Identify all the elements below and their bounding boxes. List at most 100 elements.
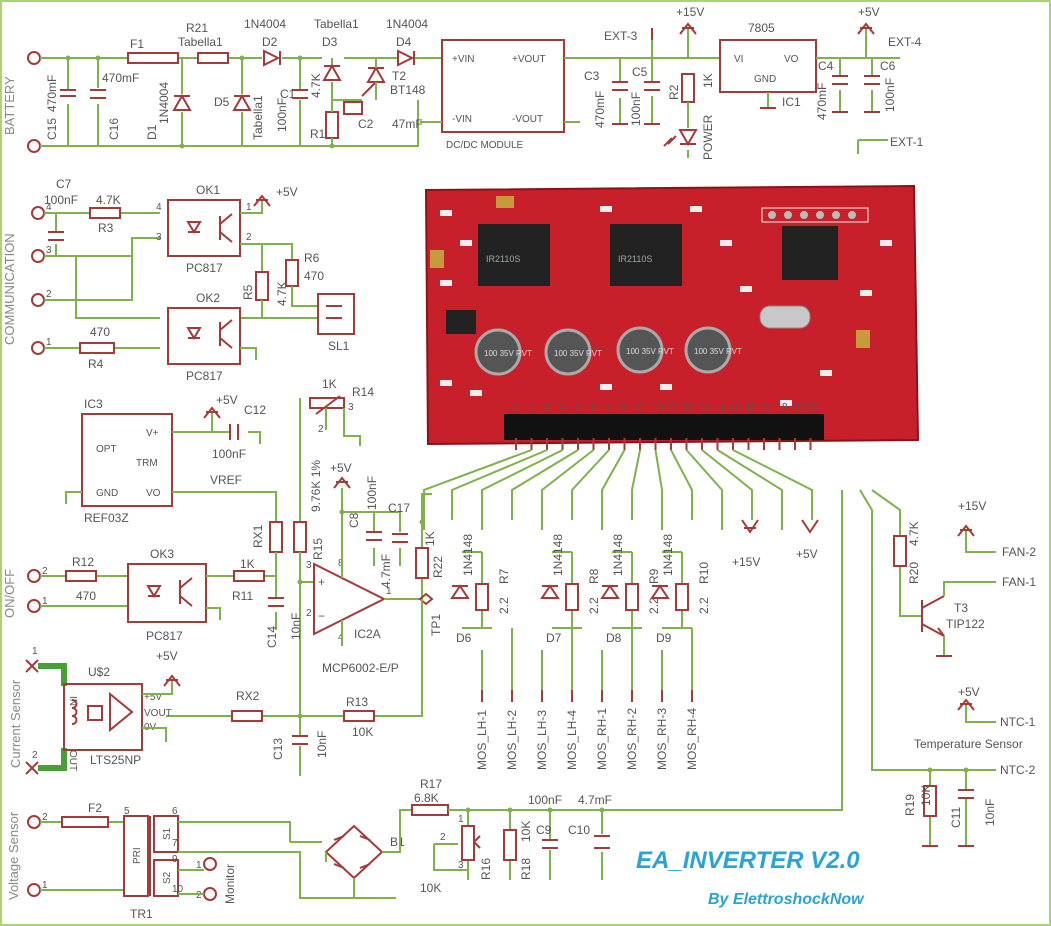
gate-resistor-value: 2.2 bbox=[587, 597, 601, 614]
gate-diode-value: 1N4148 bbox=[461, 534, 475, 576]
gate-diode-d7 bbox=[540, 584, 560, 599]
tr1-s1: S1 bbox=[162, 827, 173, 840]
header-pin-number: 19 bbox=[792, 402, 804, 413]
current-sensor-section: Current Sensor 12 U$2 IN OUT +5V VOUT 0V… bbox=[8, 646, 181, 775]
gate-resistor-r10 bbox=[675, 583, 689, 611]
f2-label: F2 bbox=[88, 801, 102, 815]
ok1-part: PC817 bbox=[186, 261, 223, 275]
header-pin-number: 9 bbox=[637, 402, 643, 413]
gate-resistor-value: 2.2 bbox=[697, 597, 711, 614]
dcdc-vin-minus: -VIN bbox=[452, 114, 472, 125]
gate-resistor-r8 bbox=[565, 583, 579, 611]
power-led-label: POWER bbox=[701, 114, 715, 160]
reg-vo: VO bbox=[784, 54, 799, 65]
ok1-label: OK1 bbox=[196, 183, 220, 197]
gate-resistor-label: R9 bbox=[647, 568, 661, 584]
d1-label: D1 bbox=[145, 124, 159, 140]
r5-label: R5 bbox=[241, 284, 255, 300]
mos-label: MOS_LH-4 bbox=[565, 710, 579, 770]
u2-out: OUT bbox=[67, 750, 78, 771]
ntc1-label: NTC-1 bbox=[1000, 715, 1036, 729]
svg-text:3: 3 bbox=[156, 232, 162, 243]
c17-label: C17 bbox=[388, 501, 410, 515]
voltage-terminal-2[interactable] bbox=[27, 815, 41, 829]
svg-text:7: 7 bbox=[172, 838, 178, 849]
gate-diode-d9 bbox=[650, 584, 670, 599]
t3-label: T3 bbox=[954, 601, 968, 615]
onoff-terminal-1[interactable] bbox=[27, 599, 41, 613]
c3-label: C3 bbox=[584, 69, 600, 83]
c12-label: C12 bbox=[244, 403, 266, 417]
p5-top-label: +5V bbox=[858, 5, 880, 19]
cap-label-2: 100 35V RVT bbox=[554, 349, 602, 358]
rx1-label: RX1 bbox=[251, 524, 265, 548]
temperature-sensor-label: Temperature Sensor bbox=[914, 737, 1023, 751]
onoff-terminal-2[interactable] bbox=[27, 569, 41, 583]
reference-section: IC3 OPT V+ TRM GND VO REF03Z +5V C12 100… bbox=[65, 393, 277, 525]
mos-label: MOS_RH-4 bbox=[685, 708, 699, 770]
d5-value: Tabella1 bbox=[251, 95, 265, 140]
r13-label: R13 bbox=[346, 695, 368, 709]
ic2a-part: MCP6002-E/P bbox=[322, 661, 399, 675]
d2-value: 1N4004 bbox=[244, 17, 286, 31]
ic3-vo: VO bbox=[146, 488, 161, 499]
current-sensor-lts25np bbox=[63, 683, 143, 751]
mos-label: MOS_LH-1 bbox=[475, 710, 489, 770]
reg-vi: VI bbox=[734, 54, 743, 65]
resistor-r22 bbox=[415, 547, 429, 579]
f1-label: F1 bbox=[130, 37, 144, 51]
monitor-label: Monitor bbox=[223, 864, 237, 904]
ic3-opt: OPT bbox=[96, 444, 117, 455]
battery-terminal-neg[interactable] bbox=[27, 139, 41, 153]
c11-value: 10nF bbox=[983, 799, 997, 826]
u2-part: LTS25NP bbox=[90, 753, 141, 767]
mos-label: MOS_RH-1 bbox=[595, 708, 609, 770]
header-pin-number: 20 bbox=[808, 402, 820, 413]
header-pin-number: 18 bbox=[777, 402, 789, 413]
gate-group-wire bbox=[612, 551, 642, 629]
monitor-terminal-2[interactable] bbox=[203, 887, 217, 901]
r4-value: 470 bbox=[90, 325, 110, 339]
ic3-label: IC3 bbox=[84, 397, 103, 411]
svg-text:2: 2 bbox=[318, 424, 324, 435]
gate-trace bbox=[423, 449, 532, 530]
svg-text:1: 1 bbox=[32, 646, 38, 657]
c7-value: 100nF bbox=[44, 193, 78, 207]
voltage-terminal-1[interactable] bbox=[27, 883, 41, 897]
r3-label: R3 bbox=[98, 221, 114, 235]
svg-text:10: 10 bbox=[172, 884, 184, 895]
c7-label: C7 bbox=[56, 177, 72, 191]
gate-diode-label: D6 bbox=[456, 631, 472, 645]
u2-vout: VOUT bbox=[144, 708, 172, 719]
gate-resistor-value: 2.2 bbox=[647, 597, 661, 614]
schematic-title: EA_INVERTER V2.0 bbox=[636, 847, 860, 874]
gate-resistor-value: 2.2 bbox=[497, 597, 511, 614]
rx2-label: RX2 bbox=[236, 689, 260, 703]
resistor-rx1 bbox=[269, 521, 283, 553]
monitor-terminal-1[interactable] bbox=[203, 857, 217, 871]
reg-part: 7805 bbox=[748, 21, 775, 35]
d1-value: 1N4004 bbox=[157, 82, 171, 124]
r17-value: 6.8K bbox=[414, 791, 439, 805]
comm-terminal-4[interactable] bbox=[31, 206, 45, 220]
gate-group-wire bbox=[462, 551, 492, 629]
b1-label: B1 bbox=[390, 835, 405, 849]
gate-trace bbox=[732, 449, 813, 520]
ntc2-label: NTC-2 bbox=[1000, 763, 1036, 777]
r2-value: 1K bbox=[701, 73, 715, 88]
c3-value: 470mF bbox=[593, 91, 607, 128]
gate-p5-arrow bbox=[801, 519, 819, 534]
transformer-s2 bbox=[153, 859, 179, 897]
r20-label: R20 bbox=[907, 562, 921, 584]
comm-terminal-1[interactable] bbox=[31, 341, 45, 355]
r21-label: R21 bbox=[186, 21, 208, 35]
comm-terminal-3[interactable] bbox=[31, 249, 45, 263]
battery-terminal-pos[interactable] bbox=[27, 51, 41, 65]
c6-value: 100nF bbox=[883, 78, 897, 112]
resistor-r3 bbox=[89, 207, 121, 219]
r18-label: R18 bbox=[519, 858, 533, 880]
comm-terminal-2[interactable] bbox=[31, 293, 45, 307]
